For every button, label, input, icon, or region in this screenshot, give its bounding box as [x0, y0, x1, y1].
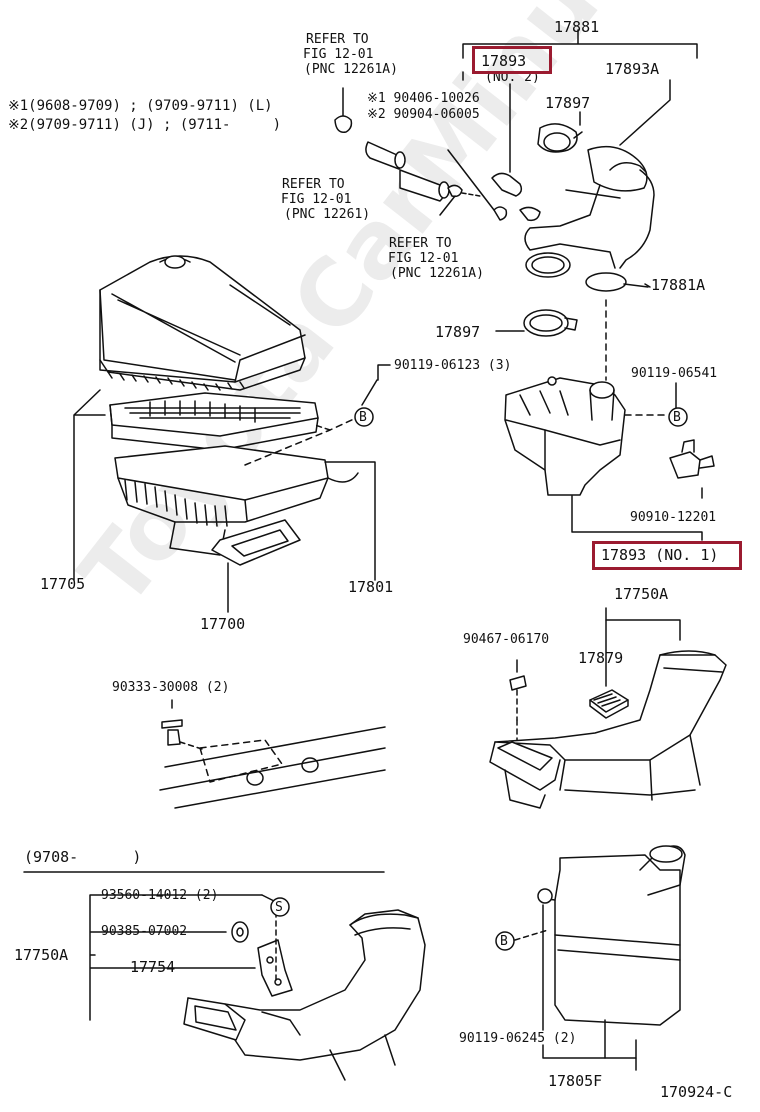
grommet-90385-07002: [231, 921, 249, 943]
part-17893A: 17893A: [605, 60, 660, 78]
refer-to-b-line1: REFER TO: [282, 177, 345, 192]
callout-b-label-3: B: [500, 934, 508, 949]
refer-to-a-line3: (PNC 12261A): [304, 62, 398, 77]
part-17881: 17881: [554, 18, 600, 36]
part-90385-07002: 90385-07002: [101, 924, 188, 939]
callout-b-3: [495, 931, 515, 951]
bolt-90467-06170: [509, 675, 527, 741]
date-note-left-1: ※1(9608-9709) ; (9709-9711) (L): [8, 98, 273, 114]
date-note-right-1: ※1 90406-10026: [367, 91, 480, 106]
intake-hose-upper-17881: [491, 123, 655, 278]
callout-b-label-1: B: [359, 410, 367, 425]
part-17893-no2-sub: (NO. 2): [485, 70, 540, 85]
vsv-90910-12201: [669, 439, 715, 479]
date-note-left-2: ※2(9709-9711) (J) ; (9711- ): [8, 117, 282, 133]
part-17700: 17700: [200, 615, 246, 633]
highlight-17893-no2: [472, 46, 552, 74]
refer-to-b-line2: FIG 12-01: [281, 192, 352, 207]
part-17893-no1: 17893 (NO. 1): [601, 546, 719, 564]
range-9708: (9708- ): [24, 848, 142, 866]
date-note-right-2: ※2 90904-06005: [367, 107, 480, 122]
part-17754: 17754: [130, 958, 176, 976]
clamp-17897: [495, 309, 578, 337]
seal-17879: [589, 689, 629, 719]
part-90119-06245: 90119-06245 (2): [459, 1031, 577, 1046]
part-17897-mid: 17897: [435, 323, 481, 341]
part-17897-top: 17897: [545, 94, 591, 112]
part-17705: 17705: [40, 575, 86, 593]
part-93560-14012: 93560-14012 (2): [101, 888, 219, 903]
part-17801: 17801: [348, 578, 394, 596]
inlet-17750A: [489, 650, 727, 809]
part-17750A-top: 17750A: [614, 585, 669, 603]
part-90333-30008: 90333-30008 (2): [112, 680, 230, 695]
refer-to-c-line3: (PNC 12261A): [390, 266, 484, 281]
refer-to-c-line2: FIG 12-01: [388, 251, 459, 266]
part-17893-no2: 17893: [481, 52, 527, 70]
body-panel-section: [159, 699, 386, 809]
part-17879: 17879: [578, 649, 624, 667]
resonator-17805F: [537, 845, 686, 1059]
callout-s-label: S: [275, 900, 283, 915]
bracket-17754: [257, 939, 293, 997]
resonator-17893-no1: [504, 376, 626, 496]
air-cleaner-case-17801: [114, 445, 359, 566]
refer-to-c-line1: REFER TO: [389, 236, 452, 251]
callout-b-label-2: B: [673, 410, 681, 425]
callout-b-1: [354, 407, 374, 427]
part-90119-06541: 90119-06541: [631, 366, 718, 381]
inlet-17750A-lower: [183, 909, 426, 1081]
part-17881A: 17881A: [651, 276, 706, 294]
clamp-17881A: [585, 272, 649, 292]
part-17750A-bottom: 17750A: [14, 946, 69, 964]
refer-to-a-line1: REFER TO: [306, 32, 369, 47]
part-90119-06123: 90119-06123 (3): [394, 358, 512, 373]
callout-s: [270, 897, 290, 917]
figure-code: 170924-C: [660, 1083, 733, 1101]
part-90910-12201: 90910-12201: [630, 510, 717, 525]
vsv-hose-parts: [334, 87, 481, 216]
refer-to-a-line2: FIG 12-01: [303, 47, 374, 62]
part-17805F: 17805F: [548, 1072, 603, 1090]
callout-b-2: [668, 407, 688, 427]
air-filter-element: [109, 392, 319, 451]
air-cleaner-cap-17705: [99, 255, 306, 391]
refer-to-b-line3: (PNC 12261): [284, 207, 371, 222]
highlight-17893-no1: [592, 541, 742, 570]
part-90467-06170: 90467-06170: [463, 632, 550, 647]
